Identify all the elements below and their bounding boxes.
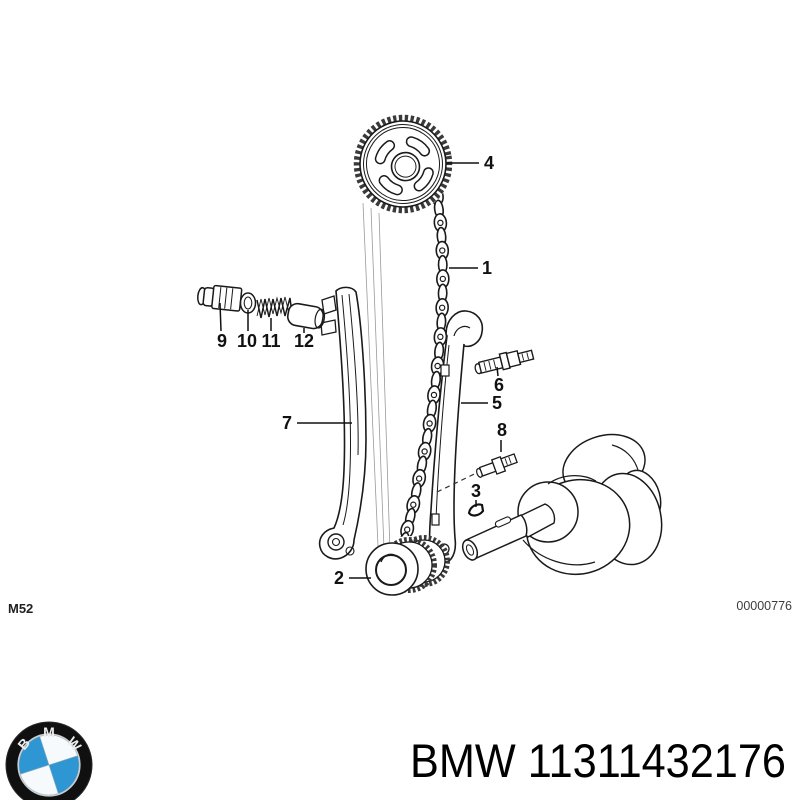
bmw-logo-quadrants xyxy=(18,734,80,796)
drawing-number-label: 00000776 xyxy=(736,599,792,613)
guide-rail-drawing xyxy=(318,286,367,560)
callout-3: 3 xyxy=(471,481,481,501)
tensioner-piston-part12 xyxy=(286,302,326,330)
callout-7: 7 xyxy=(282,413,292,433)
timing-chain-drawing xyxy=(393,186,450,563)
bmw-logo-letter-m: M xyxy=(43,724,55,740)
callout-11: 11 xyxy=(261,331,280,351)
bolt-part8 xyxy=(476,453,518,478)
callout-1: 1 xyxy=(482,258,492,278)
callout-labels: 1 2 3 4 5 6 7 8 9 10 11 12 xyxy=(217,153,507,588)
bmw-logo: B M W xyxy=(5,721,93,805)
callout-10: 10 xyxy=(237,331,257,351)
callout-6: 6 xyxy=(494,375,504,395)
callout-4: 4 xyxy=(484,153,494,173)
crankshaft-sprocket-drawing xyxy=(365,535,450,596)
bmw-logo-inner-ring xyxy=(17,733,81,797)
callout-9: 9 xyxy=(217,331,227,351)
projection-lines xyxy=(362,202,391,552)
tensioner-plug-part9 xyxy=(197,284,243,312)
crankshaft-drawing xyxy=(461,433,663,576)
sprocket-slots xyxy=(374,136,434,196)
callout-leader-lines xyxy=(219,162,502,579)
stud-part6 xyxy=(474,349,535,375)
callout-5: 5 xyxy=(492,393,502,413)
callout-12: 12 xyxy=(294,331,314,351)
woodruff-key-part3 xyxy=(467,503,485,517)
engine-code-label: M52 xyxy=(8,601,33,616)
tensioner-spring-part11 xyxy=(256,296,293,319)
chain-tensioner-parts-drawing xyxy=(197,284,326,330)
callout-8: 8 xyxy=(497,420,507,440)
camshaft-sprocket-drawing xyxy=(353,114,453,214)
callout-2: 2 xyxy=(334,568,344,588)
part-number-text: BMW 11311432176 xyxy=(410,734,786,787)
